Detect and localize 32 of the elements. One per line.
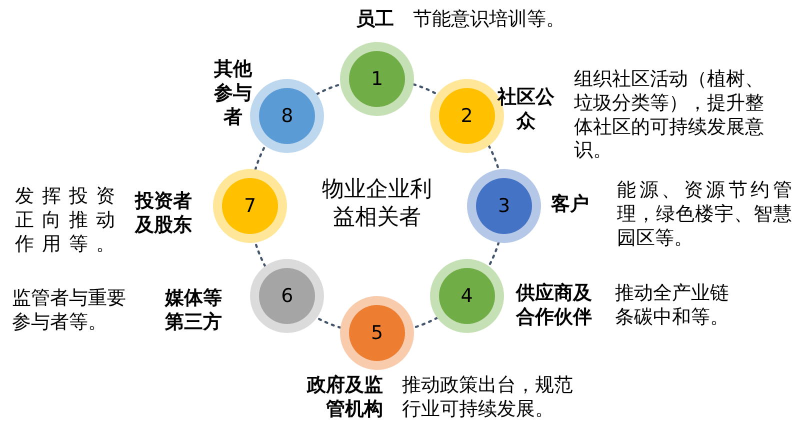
description-text: 能源、资源节约管理，绿色楼宇、智慧园区等。 <box>617 179 792 250</box>
dotted-connector <box>254 242 266 268</box>
dotted-connector <box>316 316 342 329</box>
stakeholder-name: 媒体等第三方 <box>165 287 223 334</box>
stakeholder-name: 供应商及合作伙伴 <box>516 282 593 330</box>
description-text: 推动全产业链条碳中和等。 <box>615 282 730 330</box>
dotted-connector <box>488 242 500 268</box>
circle-number: 4 <box>460 284 473 307</box>
stakeholder-name: 投资者及股东 <box>135 190 193 238</box>
stakeholder-name: 政府及监管机构 <box>306 374 383 422</box>
circle-number: 2 <box>460 105 473 128</box>
dotted-connector <box>412 83 438 96</box>
circle-number: 6 <box>281 284 294 307</box>
description-text: 推动政策出台，规范行业可持续发展。 <box>402 374 574 422</box>
stakeholder-name: 社区公众 <box>496 86 556 134</box>
dotted-connector <box>412 316 438 329</box>
dotted-connector <box>316 83 342 96</box>
circle-number: 7 <box>244 195 256 217</box>
stakeholder-name: 客户 <box>551 193 590 217</box>
description-text: 组织社区活动（植树、垃圾分类等），提升整体社区的可持续发展意识。 <box>574 68 765 163</box>
center-title: 物业企业利益相关者 <box>321 176 433 231</box>
circle-number: 8 <box>281 105 294 128</box>
description-text: 发挥投资正向推动作用等。 <box>15 185 124 256</box>
dotted-connector <box>254 144 266 170</box>
stakeholder-name: 其他参与者 <box>213 58 254 130</box>
description-text: 监管者与重要参与者等。 <box>12 287 127 334</box>
circle-number: 5 <box>370 322 384 344</box>
circle-number: 3 <box>498 195 510 217</box>
description-text: 节能意识培训等。 <box>413 8 566 32</box>
stakeholder-name: 员工 <box>356 8 395 32</box>
dotted-connector <box>488 144 500 170</box>
circle-number: 1 <box>370 68 384 90</box>
